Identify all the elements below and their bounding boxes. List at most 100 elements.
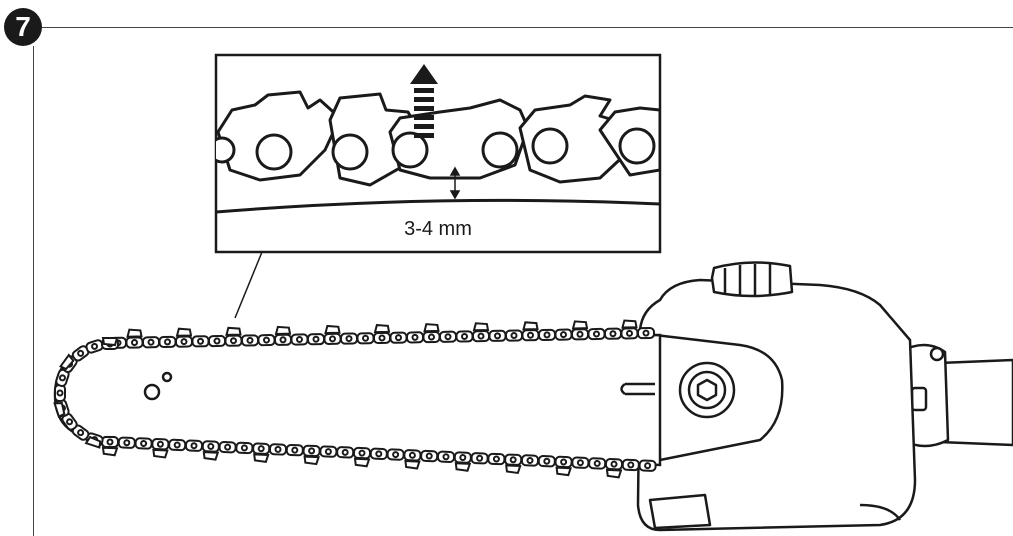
lift-arrow <box>410 64 438 138</box>
inset-rivet <box>391 131 429 169</box>
chain-link <box>134 437 153 450</box>
chain-link <box>587 327 606 341</box>
chain-link <box>207 334 227 348</box>
chain-link <box>339 332 359 345</box>
chain-cutter-tooth <box>101 446 119 457</box>
measurement-label: 3-4 mm <box>404 218 472 240</box>
clamp-slot <box>910 386 928 412</box>
chain-link <box>55 368 70 387</box>
chain-link <box>405 331 425 344</box>
chain-cutter-tooth <box>324 324 341 335</box>
chain-cutter-tooth <box>225 326 242 336</box>
chain-link <box>436 450 456 463</box>
chain-link <box>537 328 557 341</box>
inset-bar-edge <box>216 198 660 214</box>
chain-link <box>455 330 474 343</box>
chain-link <box>352 446 372 460</box>
chain-cutter-tooth <box>605 468 623 479</box>
chain-link <box>471 330 491 343</box>
chain-cutter-tooth <box>571 320 589 330</box>
chain-cutter-tooth <box>505 464 522 475</box>
chain-link <box>420 449 439 463</box>
chain-cutter-tooth <box>152 448 169 459</box>
chain-link <box>235 441 254 455</box>
chain-link <box>620 327 639 340</box>
chain-link <box>504 329 524 342</box>
chain-link <box>141 336 161 349</box>
chain-link <box>101 436 119 448</box>
inset-rivet <box>255 133 293 171</box>
chainsaw-head <box>636 261 1013 532</box>
chain-link <box>372 331 392 345</box>
chain-link <box>453 451 472 464</box>
chain-link <box>389 331 408 344</box>
inset-rivet <box>216 136 236 164</box>
saw-chain <box>53 319 657 479</box>
chain-link <box>438 330 458 343</box>
chain-link <box>422 330 441 344</box>
clamp-screw <box>929 346 945 362</box>
chain-link <box>168 438 187 452</box>
chain-cutter-tooth <box>53 402 66 419</box>
chain-link <box>537 455 556 468</box>
bar-slot <box>620 382 655 396</box>
chain-cutter-tooth <box>454 462 472 472</box>
step-number-badge: 7 <box>4 8 42 46</box>
gap-dimension-arrow <box>449 166 461 200</box>
chain-link <box>521 329 540 342</box>
bar-hole-large <box>143 383 161 401</box>
chain-link <box>520 454 540 467</box>
chain-link <box>323 332 342 345</box>
chain-link <box>224 334 243 347</box>
chain-link <box>191 335 210 348</box>
chain-cutter-tooth <box>373 324 391 334</box>
chain-cutter-tooth <box>303 455 320 466</box>
chain-link <box>386 448 405 461</box>
chain-link <box>488 329 507 342</box>
chain-link <box>504 453 523 466</box>
chain-cutter-tooth <box>274 325 292 335</box>
chain-link <box>285 443 304 457</box>
chain-link <box>470 452 489 465</box>
chain-cutter-tooth <box>423 323 440 333</box>
chain-cutter-tooth <box>472 322 490 332</box>
chain-cutter-tooth <box>555 466 572 477</box>
chain-link <box>487 452 506 466</box>
chain-cutter-tooth <box>59 353 75 371</box>
chain-link <box>336 446 355 459</box>
lift-arrow-head <box>410 64 438 84</box>
chain-link <box>125 336 144 349</box>
chain-link <box>290 333 309 346</box>
margin-rule <box>33 46 34 536</box>
chain-cutter-tooth <box>84 435 102 449</box>
chain-link <box>636 327 656 340</box>
chain-cutter-tooth <box>621 319 638 329</box>
detail-leader-line <box>234 251 263 319</box>
chain-cutter-tooth <box>522 321 539 331</box>
chain-link <box>240 334 260 347</box>
chain-cutter-tooth <box>404 459 421 470</box>
chain-link <box>201 440 220 453</box>
chain-link <box>218 441 237 454</box>
chain-cutter-tooth <box>126 328 143 338</box>
chain-cutter-tooth <box>353 457 371 468</box>
chain-link <box>174 335 194 348</box>
chain-cutter-tooth <box>175 327 193 337</box>
chain-link <box>570 328 590 341</box>
chain-link <box>369 447 388 461</box>
housing-foot <box>648 493 712 530</box>
chain-link <box>54 384 66 402</box>
chain-link <box>184 439 204 452</box>
bar-nut-hex <box>696 378 718 402</box>
chain-link <box>638 459 657 472</box>
chain-link <box>604 458 624 471</box>
inset-rivet <box>531 127 569 165</box>
chain-cutter-tooth <box>253 453 270 463</box>
chain-link <box>257 334 276 347</box>
chain-link <box>403 449 422 462</box>
chain-link <box>319 445 338 458</box>
chain-link <box>356 332 375 345</box>
chain-link <box>268 443 288 456</box>
